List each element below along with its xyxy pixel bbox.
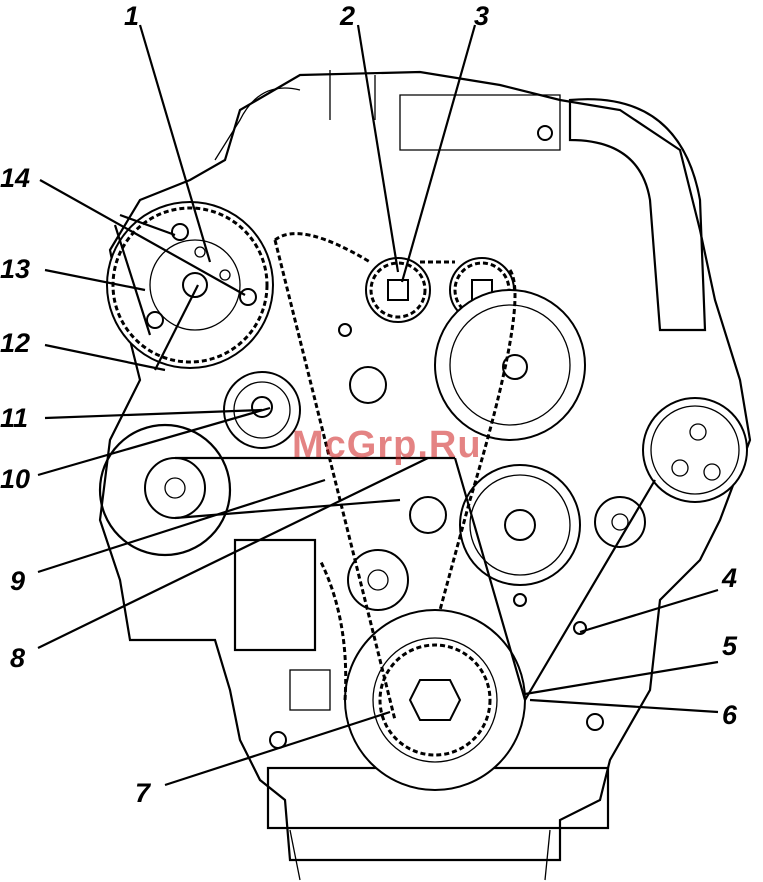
callout-3: 3 <box>474 3 489 30</box>
oil-pump-gear <box>348 550 408 610</box>
sensor <box>290 670 330 710</box>
leader-4 <box>580 590 718 632</box>
callout-4: 4 <box>722 565 737 592</box>
callout-8: 8 <box>10 645 25 672</box>
right-pulley <box>643 398 747 502</box>
callout-2: 2 <box>340 3 355 30</box>
callout-12: 12 <box>0 330 30 357</box>
crankshaft-bolt <box>410 680 460 720</box>
manifold <box>330 70 560 150</box>
pump-bolt <box>147 312 163 328</box>
callout-14: 14 <box>0 165 30 192</box>
bolt <box>574 622 586 634</box>
idler-lower <box>410 497 446 533</box>
callout-7: 7 <box>135 780 150 807</box>
watermark: McGrp.Ru <box>292 424 482 467</box>
leader-5 <box>525 662 718 694</box>
callout-9: 9 <box>10 568 25 595</box>
oil-pan-edges <box>290 830 550 880</box>
callout-1: 1 <box>124 3 139 30</box>
leader-3 <box>402 25 475 282</box>
bolt <box>587 714 603 730</box>
callout-11: 11 <box>0 405 28 432</box>
callout-10: 10 <box>0 466 30 493</box>
camshaft-bolt-left <box>388 280 408 300</box>
callout-6: 6 <box>722 702 737 729</box>
callout-13: 13 <box>0 256 30 283</box>
idler-upper <box>350 367 386 403</box>
bolt <box>339 324 351 336</box>
pump-bolt <box>172 224 188 240</box>
bracket <box>235 540 315 650</box>
intake-pipe <box>570 99 705 330</box>
pump-bolt <box>240 289 256 305</box>
dipstick-cap <box>538 126 552 140</box>
water-pump-hub <box>505 510 535 540</box>
leader-2 <box>358 25 398 272</box>
bolt <box>514 594 526 606</box>
leader-6 <box>530 700 718 712</box>
leader-7 <box>165 712 390 785</box>
tensioner-hub <box>252 397 272 417</box>
alternator-pulley <box>145 458 205 518</box>
pump-center-nut <box>183 273 207 297</box>
callout-5: 5 <box>722 633 737 660</box>
